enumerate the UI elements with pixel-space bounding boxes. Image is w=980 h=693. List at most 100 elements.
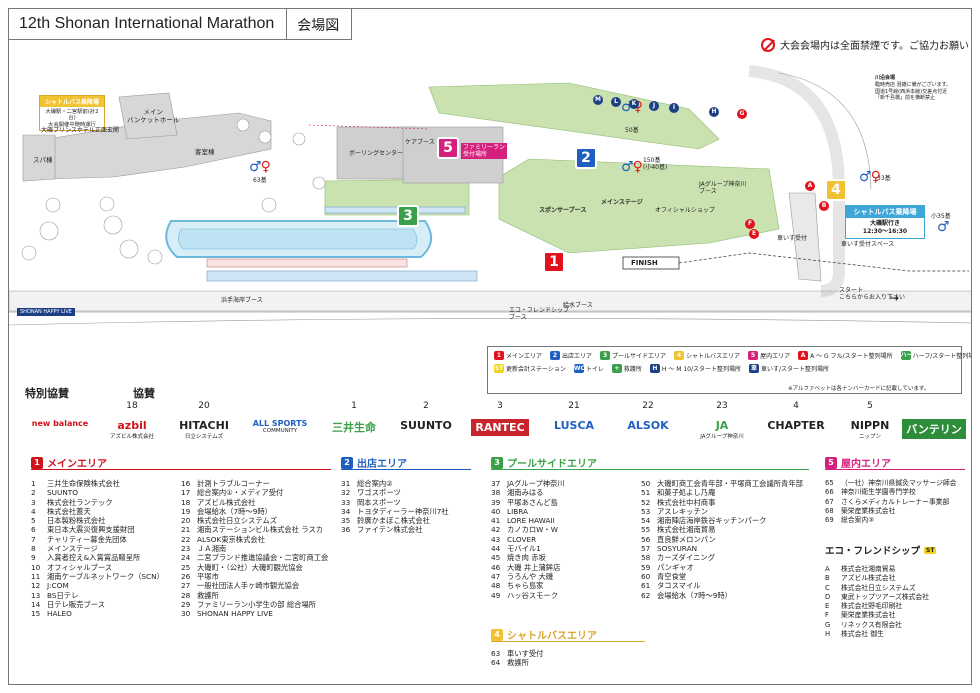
toilet-count: 63基 [253,177,267,184]
shuttle-box-left: シャトルバス乗降場 大磯駅・二宮駅前(計2台) 大会開催中随時運行 [39,95,105,132]
list-item-number: 61 [641,581,651,591]
sponsor-number: 1 [351,401,357,411]
shop-area-title: 出店エリア [357,459,407,470]
legend-label: シャトルバスエリア [686,353,741,360]
legend-icon: ハーフ [900,351,919,360]
list-item-number: 1 [31,479,36,488]
info-box: 川沿会場 臨時売店 混雑に備がございます。 国道1号線(西浜本線)交差点付近 「… [875,75,965,102]
list-item-label: 救護所 [197,590,219,600]
list-item-label: 株式会社中村商事 [657,497,716,507]
guest-label: 客室棟 [195,148,215,156]
list-item-number: 48 [491,581,501,591]
list-item-label: メインステージ [47,544,98,554]
sponsor-number [245,401,315,413]
shuttle-area-heading: 4 シャトルバスエリア [491,627,645,642]
list-item-number: 53 [641,506,651,516]
wheelchair-space-label: 車いす受付スペース [841,241,895,248]
list-item-label: （一社）神奈川県鍼灸マッサージ師会 [841,479,957,487]
lineup-a: A [805,181,815,191]
special-sponsor-heading: 特別協賛 [25,387,69,400]
legend-icon: ST [494,364,504,373]
list-item-number: 36 [341,525,351,535]
list-item-label: ファイテン株式会社 [357,525,423,535]
list-item-number: 54 [641,516,651,526]
sponsor-name: JA [715,419,729,432]
list-item-label: うろんや 大磯 [507,571,554,581]
list-item-number: 68 [825,506,834,515]
list-item-label: JAグループ神奈川 [507,479,565,488]
sponsor-logo: new balance [25,401,95,451]
lineup-m: M [593,95,603,105]
legend-label: トイレ [585,366,604,373]
lineup-e: E [749,229,759,239]
lawn-upper [428,82,720,150]
list-item-label: CLOVER [507,534,537,544]
sponsor-sub: アズビル株式会社 [109,434,154,440]
list-item-label: 大磯町・（公社）大磯町観光協会 [197,562,303,572]
list-item-number: H [825,630,831,639]
list-item-number: 3 [31,497,36,507]
spa-building [22,134,56,182]
list-item-number: 4 [31,506,36,516]
banquet-label: メイン バンケットホール [127,108,180,124]
legend-icon: 5 [748,351,759,360]
list-item-label: LORE HAWAII [507,516,555,526]
care-label: ケアブース [405,139,435,146]
guest-building [46,112,272,180]
legend-label: プールサイドエリア [612,353,667,360]
list-item-label: チャリティー募金先団体 [47,534,127,544]
list-item-label: J:COM [47,581,69,591]
sponsor-name: 三井生命 [332,421,376,434]
legend-label: メインエリア [506,353,543,360]
list-item-label: 湘南みはる [507,488,544,498]
sponsor-number [899,401,969,413]
list-item-label: 和菓子処よし乃庵 [657,488,716,498]
sponsor-name: ALL SPORTS [252,419,308,428]
list-item-number: C [825,583,830,592]
list-item-label: パンギャオ [657,562,694,572]
legend-item: +救護所 [611,364,642,373]
list-item-number: 32 [341,488,351,498]
toilet-icon: ♂♀ [249,159,271,175]
sponsor-number: 23 [716,401,728,411]
hotel-label: 大磯プリンスホテル正面玄関 [41,127,119,134]
sponsor-name: LUSCA [553,419,595,432]
list-item-label: 湘南ステーションビル株式会社 ラスカ [197,525,324,535]
legend-label: ハーフ/スタート整列場所 [912,353,971,360]
list-item-label: ワゴスポーツ [357,488,401,498]
list-item-number: 46 [491,562,501,572]
list-item-number: 34 [341,506,351,516]
sponsor-sub: 日立システムズ [184,434,224,440]
list-item-number: 57 [641,544,651,554]
page-title: 12th Shonan International Marathon [9,9,288,39]
legend-label: 更新会計ステーション [506,366,566,373]
list-item-label: アスレキッチン [657,506,709,516]
legend-label: 車いす/スタート整列場所 [761,366,830,373]
area-4-marker: 4 [825,179,847,201]
no-smoking-icon [761,37,775,52]
list-item-number: 64 [491,658,501,668]
